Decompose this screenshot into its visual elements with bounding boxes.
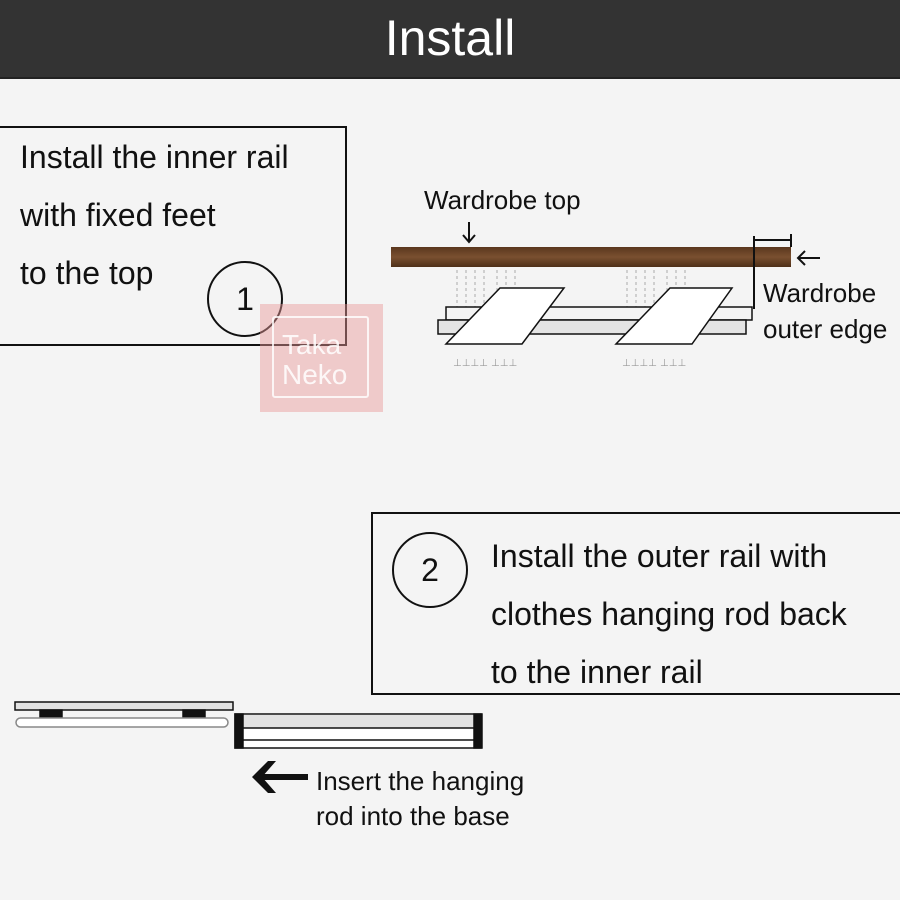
watermark-logo: Taka Neko (260, 304, 383, 412)
fixed-foot-plate-2 (614, 287, 734, 345)
watermark-line-2: Neko (282, 359, 348, 390)
hanging-rod-base (14, 701, 234, 728)
insert-caption-line-2: rod into the base (316, 801, 510, 831)
step-2-line-2: clothes hanging rod back (491, 596, 847, 632)
edge-dimension-marker (753, 234, 792, 309)
outer-edge-label-2: outer edge (763, 314, 888, 344)
insert-arrow-icon (252, 761, 308, 793)
step-1-box: Install the inner rail with fixed feet t… (0, 126, 347, 346)
step-2-number-badge: 2 (392, 532, 468, 608)
step-2-line-3: to the inner rail (491, 654, 703, 690)
watermark-line-1: Taka (282, 329, 342, 360)
step-1-line-3: to the top (20, 255, 154, 291)
outer-edge-label-1: Wardrobe (763, 278, 877, 308)
step-2-line-1: Install the outer rail with (491, 538, 828, 574)
step-1-line-1: Install the inner rail (20, 139, 289, 175)
step-1-line-2: with fixed feet (20, 197, 216, 233)
hanging-rod (234, 713, 483, 749)
wardrobe-top-board (391, 247, 791, 267)
screws: ⊥⊥⊥⊥ ⊥⊥⊥ ⊥⊥⊥⊥ ⊥⊥⊥ (453, 358, 686, 369)
step-1-number-badge: 1 (207, 261, 283, 337)
svg-text:⊥⊥⊥⊥ ⊥⊥⊥: ⊥⊥⊥⊥ ⊥⊥⊥ (622, 358, 686, 369)
down-arrow-icon (462, 222, 476, 244)
header-bar: Install (0, 0, 900, 79)
left-arrow-icon (796, 250, 820, 266)
wardrobe-top-label: Wardrobe top (424, 185, 581, 215)
page-title: Install (384, 10, 516, 66)
svg-text:⊥⊥⊥⊥ ⊥⊥⊥: ⊥⊥⊥⊥ ⊥⊥⊥ (453, 358, 517, 369)
insert-caption-line-1: Insert the hanging (316, 766, 525, 796)
watermark-frame (272, 316, 369, 398)
step-2-box: 2 Install the outer rail with clothes ha… (371, 512, 900, 695)
fixed-foot-plate-1 (444, 287, 566, 345)
